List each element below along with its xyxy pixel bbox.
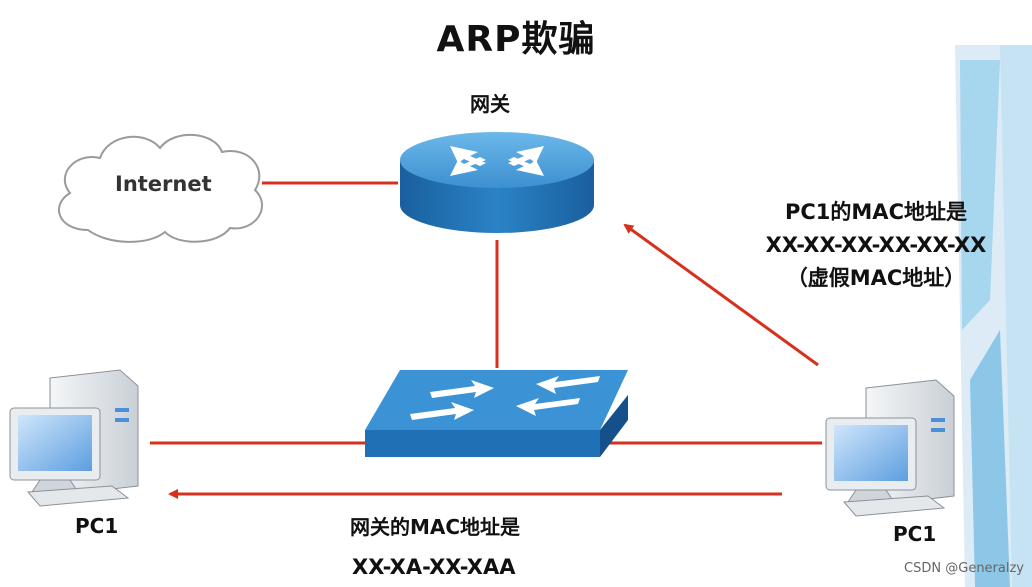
pc1-left-computer-icon	[9, 369, 139, 507]
internet-cloud-icon	[58, 134, 263, 243]
spoof-gateway-line-2: XX-XX-XX-XX-XX-XX	[765, 233, 987, 257]
watermark: CSDN @Generalzy	[904, 561, 1024, 576]
gateway-router-icon	[400, 132, 594, 233]
spoof-pc1-line-2: XX-XA-XX-XAA	[352, 555, 516, 579]
pc1-left-label: PC1	[75, 514, 119, 538]
decorative-stripes	[955, 45, 1032, 587]
spoof-message-to-gateway: PC1的MAC地址是 XX-XX-XX-XX-XX-XX （虚假MAC地址）	[738, 196, 1014, 295]
spoof-arrow-to-gateway	[623, 223, 819, 367]
spoof-gateway-line-1: PC1的MAC地址是	[785, 200, 967, 224]
switch-icon	[365, 370, 628, 457]
diagram-title: ARP欺骗	[436, 19, 596, 60]
internet-label: Internet	[115, 172, 212, 196]
spoof-pc1-line-1: 网关的MAC地址是	[350, 515, 521, 539]
pc1-right-label: PC1	[893, 522, 937, 546]
spoof-gateway-line-3: （虚假MAC地址）	[786, 266, 966, 290]
pc1-right-computer-icon	[825, 379, 955, 517]
gateway-label: 网关	[470, 92, 510, 116]
